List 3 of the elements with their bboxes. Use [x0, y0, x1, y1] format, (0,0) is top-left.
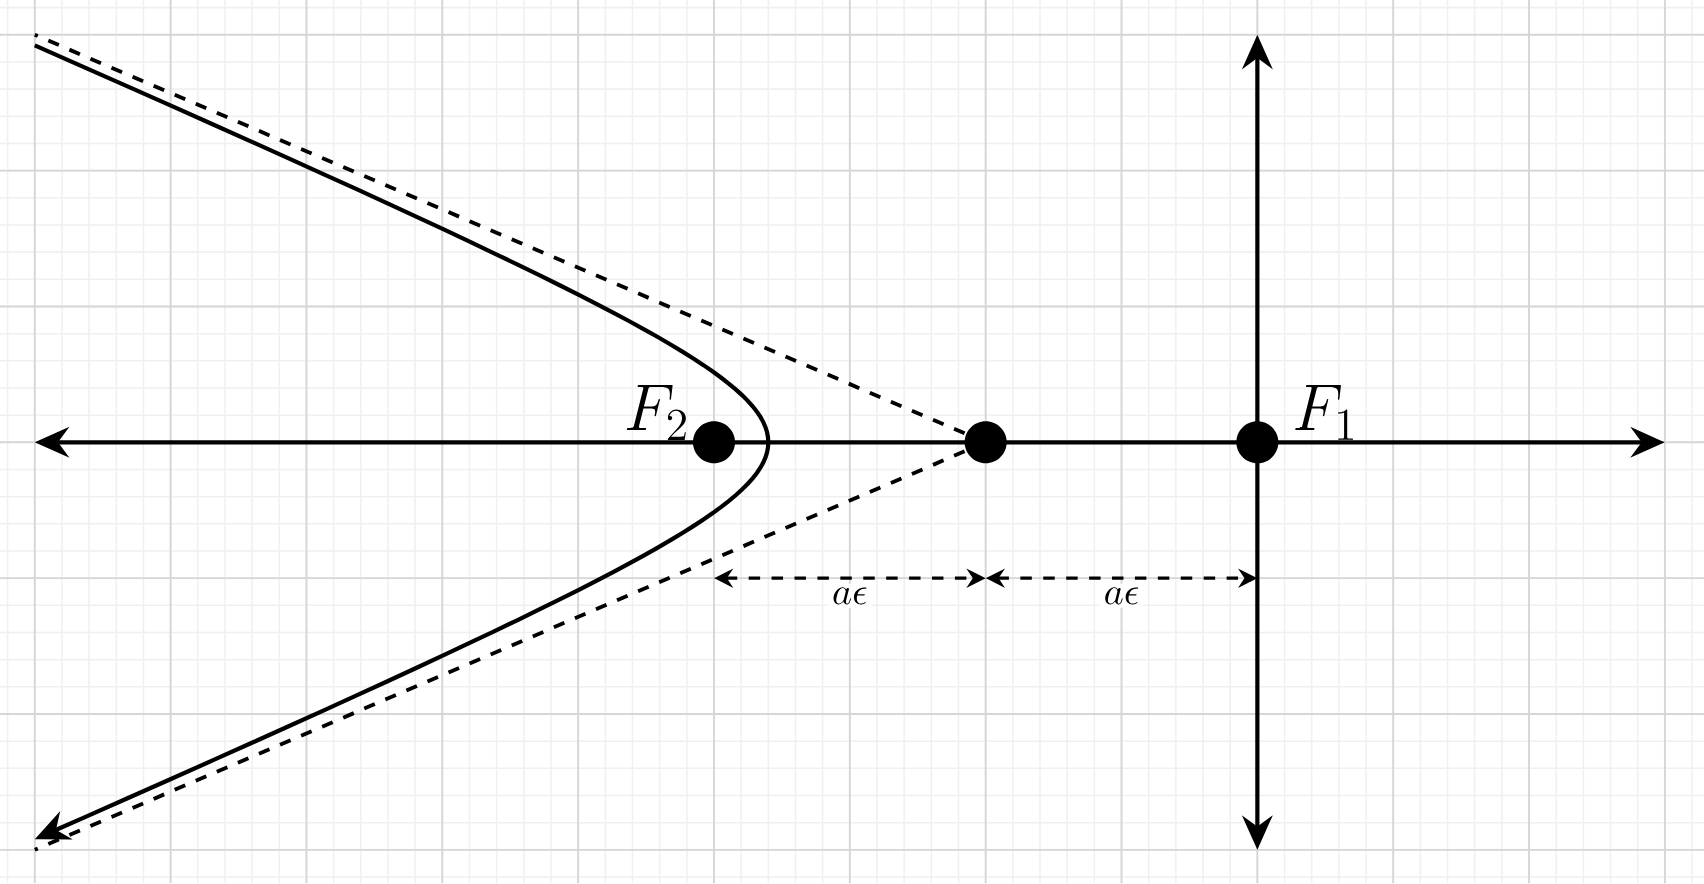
- dimension-label: $a\epsilon$: [1099, 584, 1144, 609]
- point-label: $F_1$: [1295, 385, 1353, 441]
- point: [964, 421, 1007, 464]
